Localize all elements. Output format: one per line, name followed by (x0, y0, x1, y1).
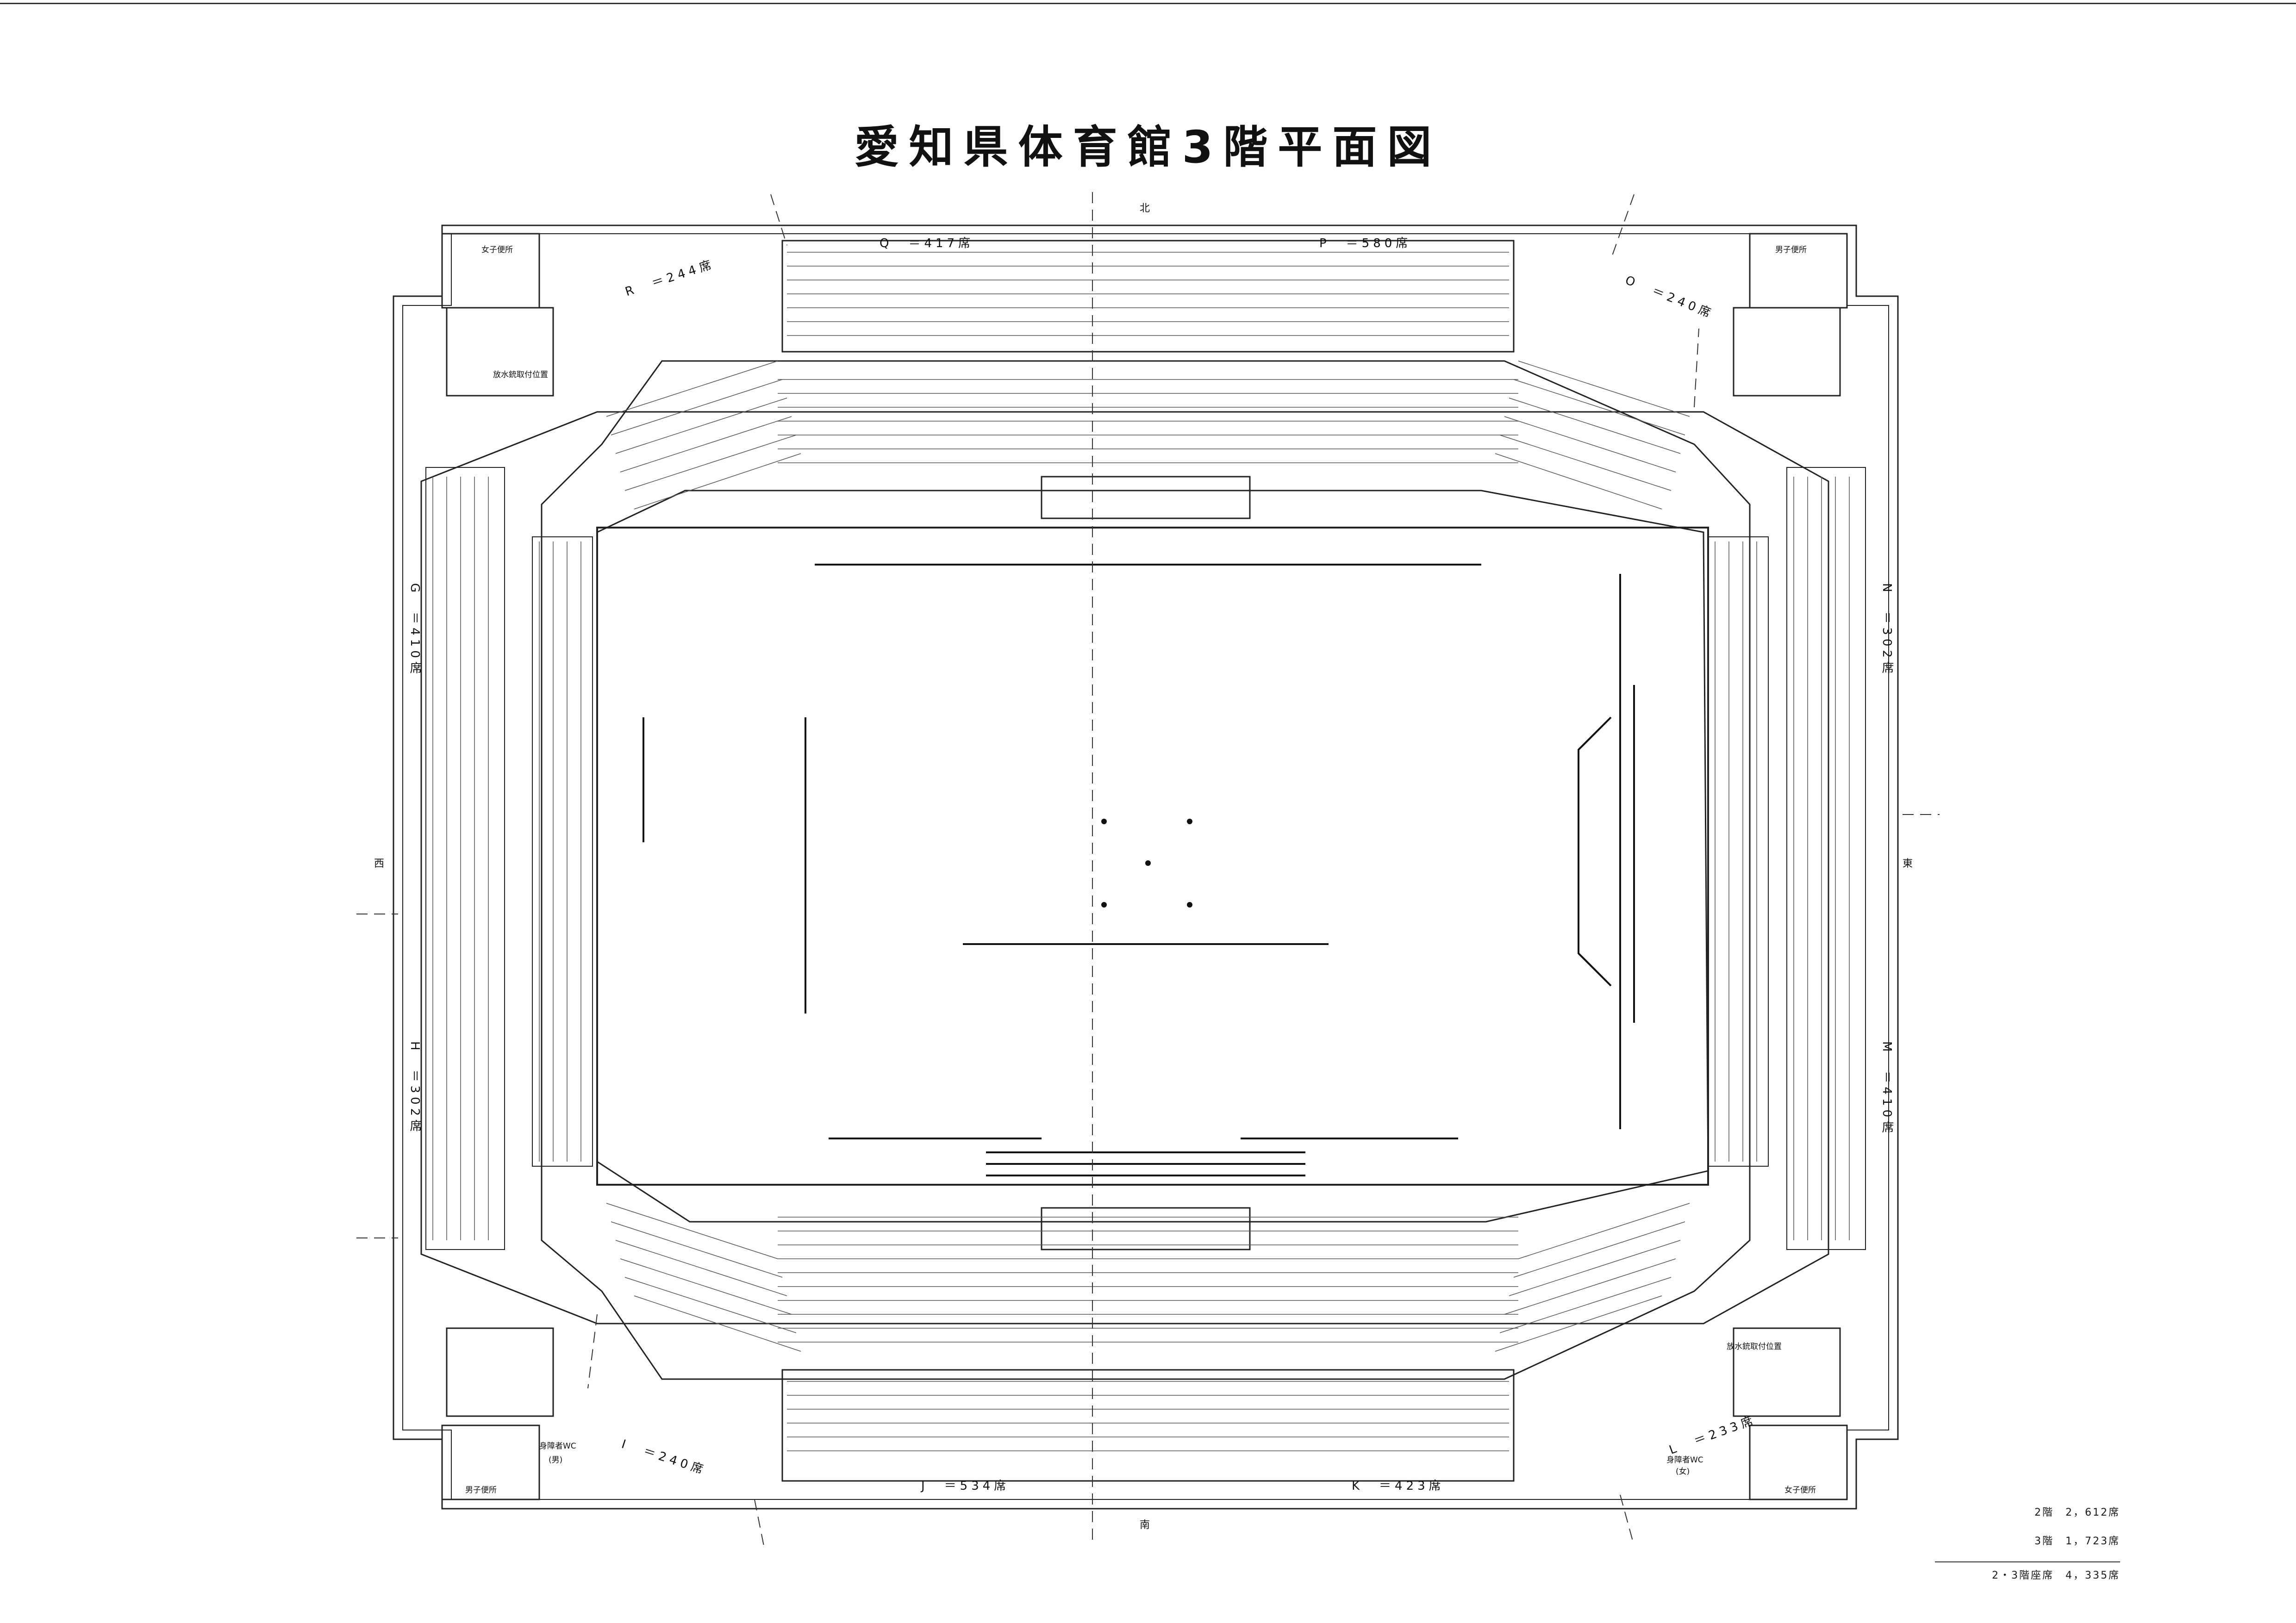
page-title: 愛知県体育館3階平面図 (854, 121, 1442, 173)
south-stand (781, 1369, 1515, 1482)
section-p-label: P ＝580席 (1319, 236, 1412, 250)
seat-total-combined: 2・3階座席 4，335席 (1935, 1561, 2120, 1582)
court-markings (643, 564, 1635, 1176)
section-h-label: H ＝302席 (408, 1041, 422, 1136)
ne-curve-rows (1495, 361, 1690, 510)
accessible-wc-se-sublabel: (女) (1676, 1467, 1690, 1476)
accessible-wc-sw-sublabel: (男) (549, 1455, 563, 1465)
section-m-label: M ＝410席 (1880, 1041, 1894, 1137)
building-outline (393, 224, 1899, 1510)
east-seating-block (1786, 467, 1866, 1250)
top-border-line (0, 3, 2296, 4)
west-side-rows (432, 477, 581, 1240)
seat-total-floor3: 3階 1，723席 (2034, 1536, 2120, 1547)
se-curve-rows (1495, 1203, 1690, 1352)
section-k-label: K ＝423席 (1352, 1479, 1445, 1493)
west-label: 西 (374, 858, 385, 870)
east-label: 東 (1903, 858, 1913, 870)
stair-se (1733, 1327, 1841, 1417)
south-lower-rows (778, 1217, 1518, 1343)
inner-bowl-outline (596, 490, 1709, 1223)
restroom-nw-box (441, 233, 540, 309)
building-inner-outline (402, 233, 1889, 1500)
north-media-box (1041, 476, 1251, 519)
west-seating-block (425, 467, 505, 1250)
section-j-label: J ＝534席 (921, 1479, 1010, 1493)
seat-rows (432, 252, 1850, 1451)
womens-toilet-se-label: 女子便所 (1784, 1486, 1816, 1495)
restroom-sw-box (441, 1424, 540, 1500)
restroom-ne-box (1749, 233, 1848, 309)
upper-bowl-outline (541, 360, 1751, 1380)
west-inner-seats (532, 536, 593, 1167)
court-dots (1101, 819, 1192, 908)
nw-curve-rows (606, 361, 801, 510)
east-side-rows (1715, 477, 1850, 1240)
south-upper-rows (787, 1381, 1509, 1451)
south-media-box (1041, 1207, 1251, 1250)
stair-ne (1733, 307, 1841, 397)
womens-toilet-nw-label: 女子便所 (481, 245, 513, 255)
seat-total-floor2: 2階 2，612席 (2034, 1507, 2120, 1518)
accessible-wc-sw-label: 身障者WC (539, 1442, 576, 1451)
arena-floor (596, 527, 1709, 1186)
restroom-se-box (1749, 1424, 1848, 1500)
east-inner-seats (1708, 536, 1769, 1167)
concourse-outline (420, 411, 1829, 1325)
north-upper-rows (787, 252, 1509, 336)
mens-toilet-sw-label: 男子便所 (465, 1486, 497, 1495)
hydrant-position-nw-label: 放水銃取付位置 (493, 370, 548, 379)
section-q-label: Q ＝417席 (880, 236, 974, 250)
stair-nw (446, 307, 554, 397)
axis-lines (356, 192, 1940, 1546)
north-stand (781, 240, 1515, 353)
south-label: 南 (1140, 1519, 1150, 1531)
section-g-label: G ＝410席 (408, 583, 422, 678)
stair-sw (446, 1327, 554, 1417)
north-label: 北 (1140, 203, 1150, 214)
sw-curve-rows (606, 1203, 801, 1352)
mens-toilet-ne-label: 男子便所 (1775, 245, 1807, 255)
hydrant-position-se-label: 放水銃取付位置 (1727, 1342, 1782, 1351)
north-lower-rows (778, 379, 1518, 463)
seat-totals-panel: 2階 2，612席 3階 1，723席 2・3階座席 4，335席 (1935, 1504, 2120, 1596)
accessible-wc-se-label: 身障者WC (1666, 1455, 1703, 1465)
section-n-label: N ＝302席 (1880, 583, 1894, 678)
